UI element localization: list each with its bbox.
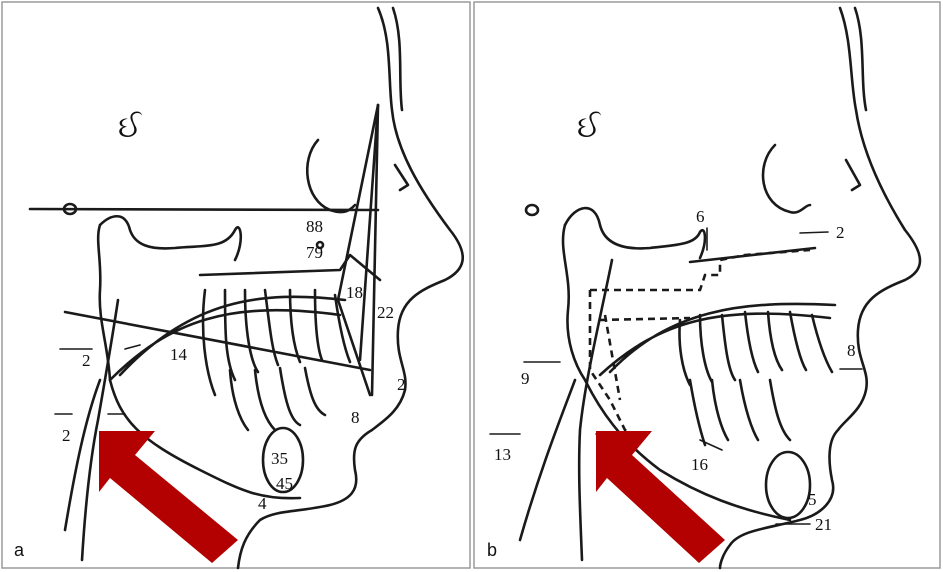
panel-b-upper-teeth — [679, 312, 832, 385]
panel-a-num-35: 35 — [271, 449, 288, 468]
panel-b-glyph: ઈ — [577, 110, 601, 145]
panel-b-num-9: 9 — [521, 369, 530, 388]
panel-b-nose-arrow — [846, 160, 860, 190]
panel-b-neck — [520, 380, 575, 540]
panel-b-arrow-2 — [800, 232, 828, 233]
panel-a-glyph: ઈ — [118, 110, 142, 145]
panel-a-orbit — [307, 140, 355, 212]
panel-b-red-arrow — [596, 431, 725, 563]
panel-a: ઈ 88 79 18 22 14 2 2 2 8 35 45 4 a — [14, 8, 463, 568]
panel-a-neck — [65, 380, 100, 530]
panel-a-label: a — [14, 540, 25, 560]
panel-a-num-22: 22 — [377, 303, 394, 322]
panel-a-arrow-2d — [125, 345, 140, 349]
panel-a-num-88: 88 — [306, 217, 323, 236]
panel-b-num-21: 21 — [815, 515, 832, 534]
panel-a-num-2c: 2 — [397, 375, 406, 394]
panel-b-num-8: 8 — [847, 341, 856, 360]
panel-a-lower-teeth — [230, 368, 325, 430]
panel-a-palatal — [200, 255, 380, 280]
panel-b-orbit — [763, 145, 810, 213]
panel-b-frame — [474, 2, 940, 568]
panel-b-profile-inner — [855, 8, 866, 110]
panel-b-num-6: 6 — [696, 207, 705, 226]
panel-a-num-18: 18 — [346, 283, 363, 302]
panel-a-ramus-2 — [100, 216, 241, 260]
panel-a-profile-inner — [393, 8, 402, 110]
panel-b-ramus-2 — [565, 208, 705, 258]
panel-b-label: b — [487, 540, 497, 560]
panel-b-porion — [526, 205, 538, 215]
panel-a-fh-line — [30, 209, 378, 210]
panel-b-palatal — [690, 248, 815, 262]
panel-a-num-4: 4 — [258, 494, 267, 513]
panel-a-nose-arrow — [395, 165, 408, 190]
panel-b: ઈ 6 2 8 9 13 16 5 21 b — [487, 8, 920, 568]
panel-a-num-45: 45 — [276, 474, 293, 493]
panel-b-jaw-lines — [600, 304, 835, 375]
panel-a-num-79: 79 — [306, 243, 323, 262]
panel-a-num-2a: 2 — [82, 351, 91, 370]
panel-a-neck-2 — [82, 300, 118, 560]
panel-b-profile — [720, 8, 920, 568]
panel-a-red-arrow — [99, 431, 238, 563]
panel-a-num-8: 8 — [351, 408, 360, 427]
panel-b-lower-teeth — [690, 380, 790, 445]
panel-a-jaw-lines — [110, 297, 345, 380]
panel-b-num-16: 16 — [691, 455, 708, 474]
panel-a-num-14: 14 — [170, 345, 188, 364]
panel-b-arrow-16 — [700, 440, 722, 450]
panel-a-num-2b: 2 — [62, 426, 71, 445]
panel-b-num-13: 13 — [494, 445, 511, 464]
panel-b-neck-2 — [579, 260, 612, 560]
panel-b-lower-incisor — [766, 452, 810, 518]
panel-b-num-5: 5 — [808, 490, 817, 509]
panel-b-num-2: 2 — [836, 223, 845, 242]
